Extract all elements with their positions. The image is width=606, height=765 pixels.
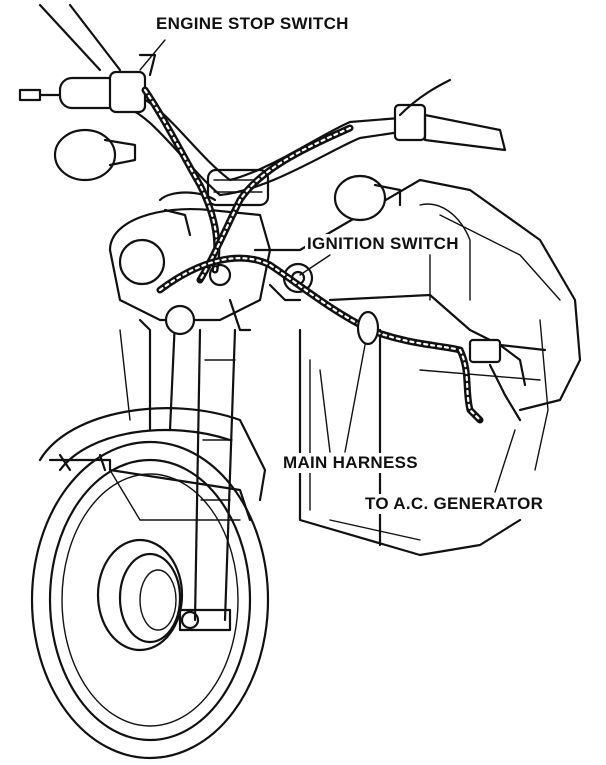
ac-generator-label: TO A.C. GENERATOR (363, 494, 546, 514)
main-harness-label: MAIN HARNESS (281, 453, 420, 473)
turn-signals (53, 128, 402, 222)
main-harness-wire (141, 86, 527, 424)
front-wheel (30, 440, 270, 760)
front-fender (38, 407, 267, 522)
leader-lines (139, 39, 516, 493)
front-fork (119, 318, 237, 632)
steering-head (108, 168, 272, 336)
ignition-switch-label: IGNITION SWITCH (305, 234, 461, 254)
engine-stop-switch-label: ENGINE STOP SWITCH (154, 14, 351, 34)
